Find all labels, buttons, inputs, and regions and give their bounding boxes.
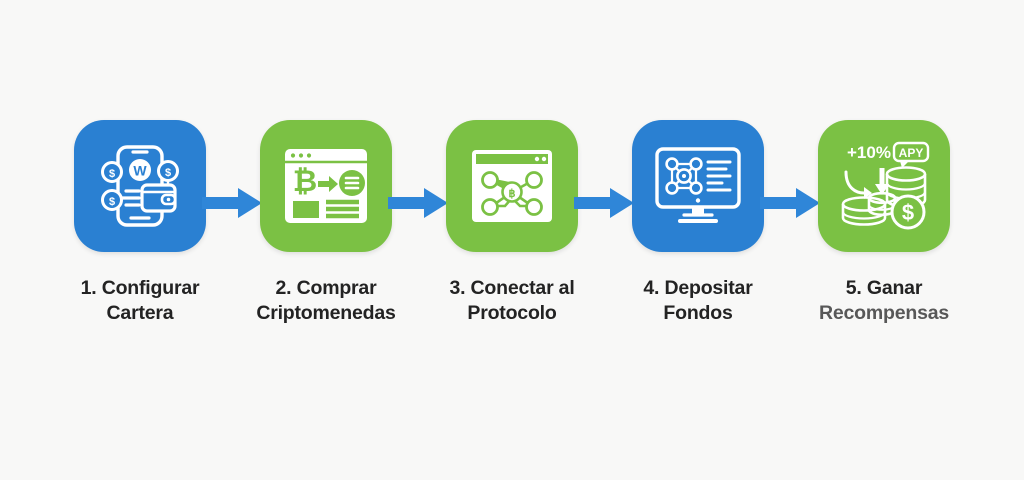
step-4-label-line-2: Fondos (663, 301, 733, 324)
browser-network-icon: ฿ (465, 142, 559, 230)
step-5-tile[interactable]: +10% APY (818, 120, 950, 252)
step-1-label-line-1: 1. Configurar (80, 277, 200, 299)
step-4-label-line-1: 4. Depositar (643, 277, 753, 299)
step-1-labels: 1. Configurar Cartera (45, 276, 235, 326)
svg-text:$: $ (165, 167, 171, 179)
apy-percent-text: +10% (847, 143, 891, 162)
step-1-label-line-2: Cartera (106, 301, 174, 324)
step-5-labels: 5. Ganar Recompensas (789, 276, 979, 326)
step-1-tile[interactable]: W $ $ $ (74, 120, 206, 252)
phone-wallet-icon: W $ $ $ (92, 138, 188, 234)
svg-text:฿: ฿ (509, 188, 516, 200)
step-5-tile-wrap: +10% APY (818, 0, 950, 252)
step-1-tile-wrap: W $ $ $ (74, 0, 206, 252)
step-1: W $ $ $ (45, 0, 262, 326)
step-2-labels: 2. Comprar Criptomenedas (231, 276, 421, 326)
step-4-labels: 4. Depositar Fondos (603, 276, 793, 326)
step-3-tile[interactable]: ฿ (446, 120, 578, 252)
dollar-coin-symbol: $ (902, 200, 914, 225)
step-5-label-line-1: 5. Ganar (845, 277, 923, 299)
step-3-labels: 3. Conectar al Protocolo (417, 276, 607, 326)
svg-text:$: $ (109, 168, 115, 180)
coins-rewards-icon: +10% APY (834, 138, 934, 234)
monitor-network-icon (650, 140, 746, 232)
step-4-tile[interactable] (632, 120, 764, 252)
step-5: +10% APY (791, 0, 977, 326)
step-3-tile-wrap: ฿ (446, 0, 578, 252)
svg-text:W: W (133, 163, 147, 179)
step-3: ฿ 3. Conectar al Protocolo (417, 0, 634, 326)
step-2-label-line-1: 2. Comprar (275, 277, 377, 299)
step-2-tile[interactable]: ₿ (260, 120, 392, 252)
step-5-label-line-2: Recompensas (818, 301, 950, 324)
step-2-label-line-2: Criptomenedas (256, 301, 396, 324)
step-4-tile-wrap (632, 0, 764, 252)
apy-badge-text: APY (899, 146, 924, 160)
svg-text:₿: ₿ (293, 165, 317, 198)
step-2-tile-wrap: ₿ (260, 0, 392, 252)
svg-text:$: $ (109, 196, 115, 208)
step-3-label-line-2: Protocolo (467, 301, 557, 324)
step-3-label-line-1: 3. Conectar al (449, 277, 575, 299)
browser-exchange-icon: ₿ (278, 142, 374, 230)
step-2: ₿ 2. Compr (231, 0, 448, 326)
step-4: 4. Depositar Fondos (603, 0, 820, 326)
